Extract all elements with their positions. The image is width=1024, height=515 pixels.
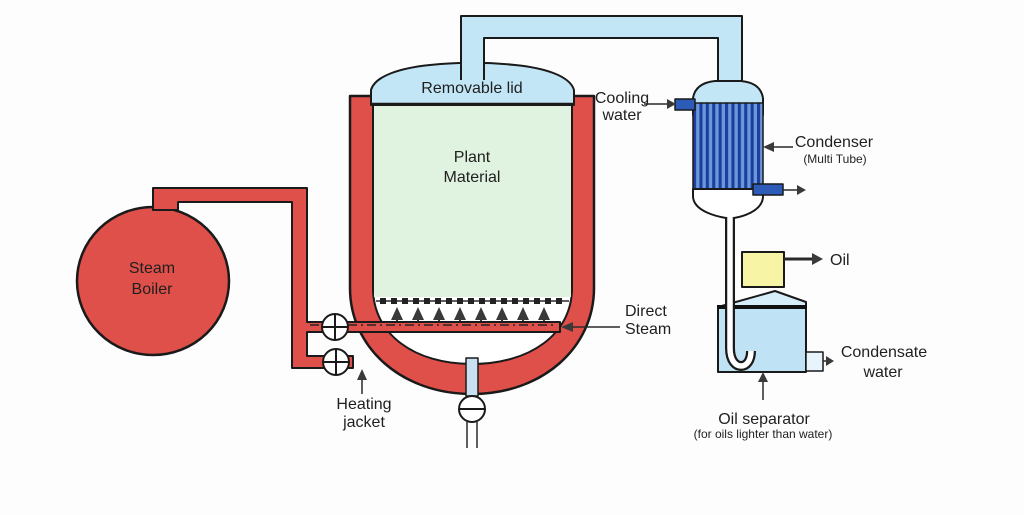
- removable-lid: [370, 61, 575, 106]
- outlet-arrow: [783, 185, 806, 195]
- steam-arrow-icon: [412, 307, 424, 323]
- condenser: [674, 80, 806, 219]
- drain-tube: [465, 357, 479, 397]
- plant-material-label-line2: Material: [444, 169, 501, 186]
- vapour-pipe-fill: [461, 16, 742, 84]
- condenser-pointer-arrow: [763, 142, 793, 152]
- steam-boiler-label-line2: Boiler: [132, 281, 174, 298]
- oil-separator-pointer-arrow: [758, 372, 768, 400]
- steam-arrow-icon: [475, 307, 487, 323]
- condenser-label: Condenser: [795, 134, 874, 151]
- steam-arrow-icon: [454, 307, 466, 323]
- condenser-sublabel: (Multi Tube): [803, 152, 866, 166]
- condensate-water-label-line2: water: [862, 364, 903, 381]
- cooling-water-outlet-stub: [752, 183, 784, 196]
- oil-outlet-arrow: [784, 253, 823, 265]
- steam-arrow-icon: [517, 307, 529, 323]
- condenser-tube-bundle: [692, 102, 764, 190]
- condensate-outlet-stub: [805, 351, 824, 372]
- cooling-water-arrow: [644, 99, 676, 109]
- steam-arrow-icon: [538, 307, 550, 323]
- cooling-water-inlet-stub: [674, 98, 696, 111]
- oil-separator-label: Oil separator: [718, 411, 810, 428]
- steam-boiler-label-line1: Steam: [129, 260, 175, 277]
- steam-valve-lower: [322, 348, 350, 376]
- condensate-tube: [725, 217, 756, 372]
- heating-jacket-label-line2: jacket: [342, 414, 385, 431]
- oil-label: Oil: [830, 252, 850, 269]
- pipe-network: [152, 187, 561, 369]
- direct-steam-label-line1: Direct: [625, 303, 667, 320]
- heating-jacket-pointer-arrow: [357, 369, 367, 394]
- condensate-water-label-line1: Condensate: [841, 344, 927, 361]
- oil-receiver: [741, 251, 785, 288]
- steam-supply-pipe: [152, 187, 561, 369]
- steam-arrows: [391, 307, 550, 323]
- oil-separator-sublabel: (for oils lighter than water): [694, 427, 833, 441]
- heating-jacket-label-line1: Heating: [336, 396, 391, 413]
- removable-lid-label: Removable lid: [421, 80, 522, 97]
- steam-arrow-icon: [496, 307, 508, 323]
- steam-arrow-icon: [433, 307, 445, 323]
- cooling-water-label-line2: water: [601, 107, 642, 124]
- direct-steam-label-line2: Steam: [625, 321, 671, 338]
- vapour-pipe: [460, 15, 743, 84]
- direct-steam-arrow: [561, 322, 620, 332]
- plant-material: [374, 105, 571, 297]
- steam-valve-upper: [321, 313, 349, 341]
- vapour-pipe-outline: [460, 15, 743, 84]
- condensate-water-arrow: [823, 356, 834, 366]
- cooling-water-label-line1: Cooling: [595, 90, 649, 107]
- still-vessel: [348, 94, 596, 396]
- drain-assembly: [458, 357, 486, 448]
- steam-arrow-icon: [391, 307, 403, 323]
- plant-material-label-line1: Plant: [454, 149, 491, 166]
